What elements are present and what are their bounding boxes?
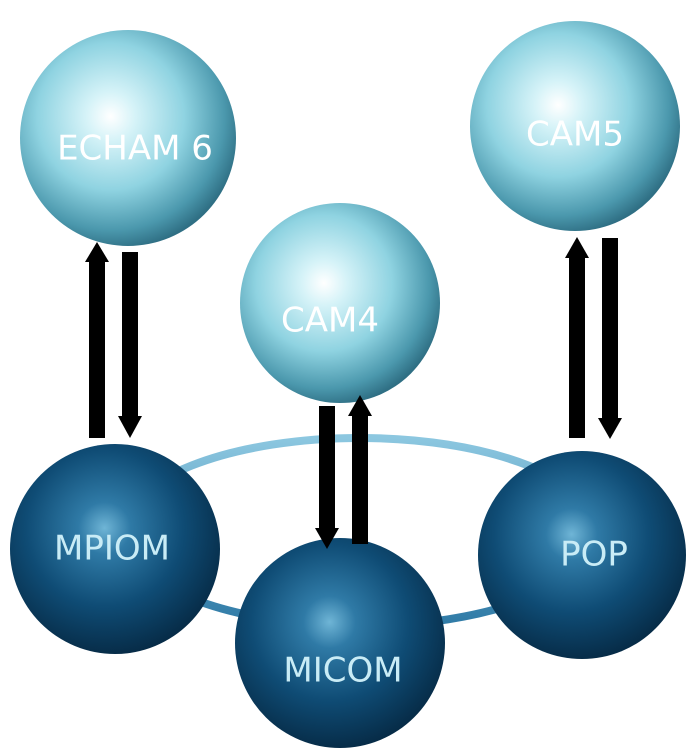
arrow-mpiom-to-echam6	[85, 242, 109, 438]
cam5-label: CAM5	[526, 115, 624, 155]
node-micom: MICOM	[235, 538, 445, 748]
node-mpiom: MPIOM	[10, 444, 220, 654]
node-pop: POP	[478, 451, 686, 659]
cam4-sphere	[240, 203, 440, 403]
arrow-micom-to-cam4	[348, 395, 372, 544]
arrow-pop-to-cam5	[565, 237, 589, 438]
cam5-sphere	[470, 21, 680, 231]
node-echam6: ECHAM 6	[20, 30, 236, 246]
echam6-label: ECHAM 6	[57, 129, 213, 169]
node-cam4: CAM4	[240, 203, 440, 403]
arrow-cam5-to-pop	[598, 238, 622, 439]
node-cam5: CAM5	[470, 21, 680, 231]
micom-sphere	[235, 538, 445, 748]
arrow-cam4-to-micom	[315, 406, 339, 549]
mpiom-sphere	[10, 444, 220, 654]
echam6-sphere	[20, 30, 236, 246]
micom-label: MICOM	[283, 651, 402, 691]
mpiom-label: MPIOM	[54, 529, 170, 569]
pop-label: POP	[560, 535, 628, 575]
cam4-label: CAM4	[281, 301, 379, 341]
arrow-echam6-to-mpiom	[118, 252, 142, 438]
pop-sphere	[478, 451, 686, 659]
